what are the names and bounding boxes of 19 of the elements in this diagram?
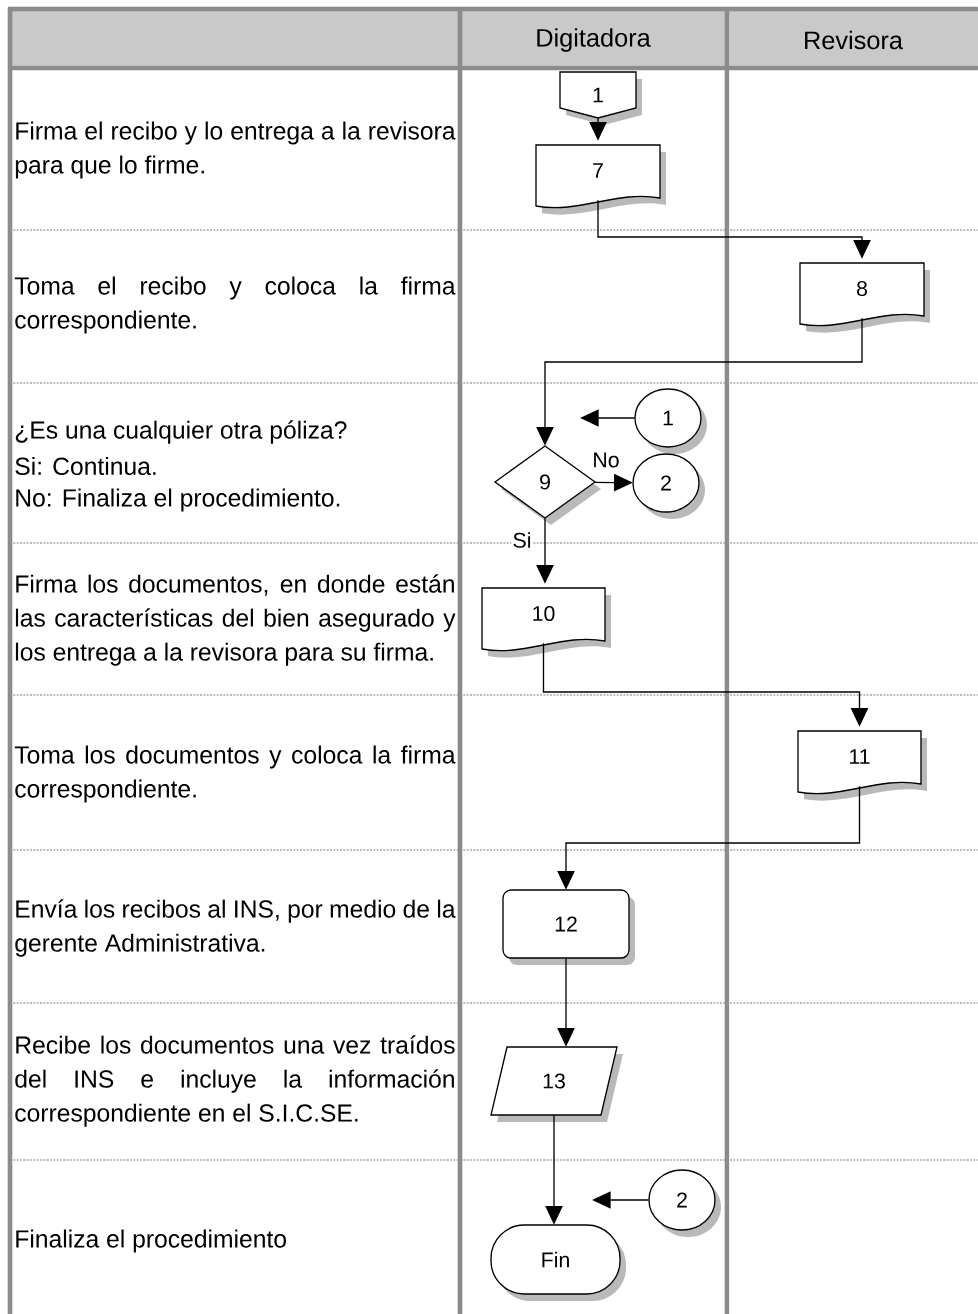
column-header: Digitadora (537, 28, 651, 52)
step-description: Recibe los documentos una vez traídos del INS e incluye la información correspondiente en el S.I.C.SE. (15, 1035, 455, 1127)
step-description: Envía los recibos al INS, por medio de la gerente Administrativa. (15, 899, 456, 957)
arrow (580, 409, 636, 427)
arrow (592, 1191, 650, 1209)
step-description: Toma el recibo y coloca la firma correspondiente. (14, 276, 456, 334)
edge-label: Si (511, 530, 533, 550)
step-description: Firma los documentos, en donde están las características del bien asegurado y los entrega a la revisora para su firma. (15, 574, 456, 666)
data-parallelogram: 13 (490, 1046, 623, 1122)
step-description: No: Finaliza el procedimiento. (16, 488, 340, 512)
terminator: Fin (490, 1224, 626, 1301)
off-page-connector: 1 (559, 71, 642, 125)
step-description: Firma el recibo y lo entrega a la revisora para que lo firme. (15, 121, 456, 179)
process-box: 12 (502, 889, 635, 965)
step-description: Si: Continua. (15, 456, 156, 476)
step-description: Toma los documentos y coloca la firma correspondiente. (14, 745, 456, 803)
step-description: Finaliza el procedimiento (16, 1229, 286, 1253)
step-description: ¿Es una cualquier otra póliza? (15, 420, 347, 444)
column-header: Revisora (805, 30, 903, 50)
